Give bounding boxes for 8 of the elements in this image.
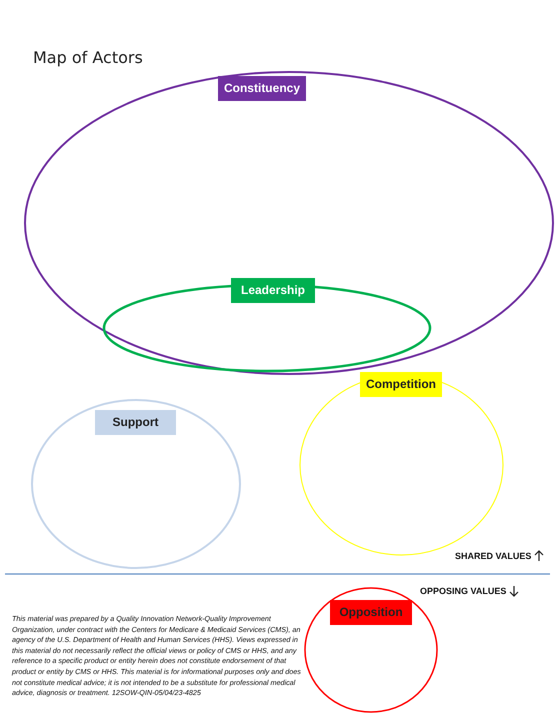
region-label: Leadership — [231, 278, 315, 303]
region-label: Opposition — [330, 600, 412, 625]
value-label: SHARED VALUES — [455, 551, 532, 561]
region-label: Constituency — [218, 76, 306, 101]
value-label: OPPOSING VALUES — [420, 586, 506, 596]
region-label: Support — [95, 410, 176, 435]
region-label: Competition — [360, 372, 442, 397]
diagram-title: Map of Actors — [33, 48, 143, 67]
